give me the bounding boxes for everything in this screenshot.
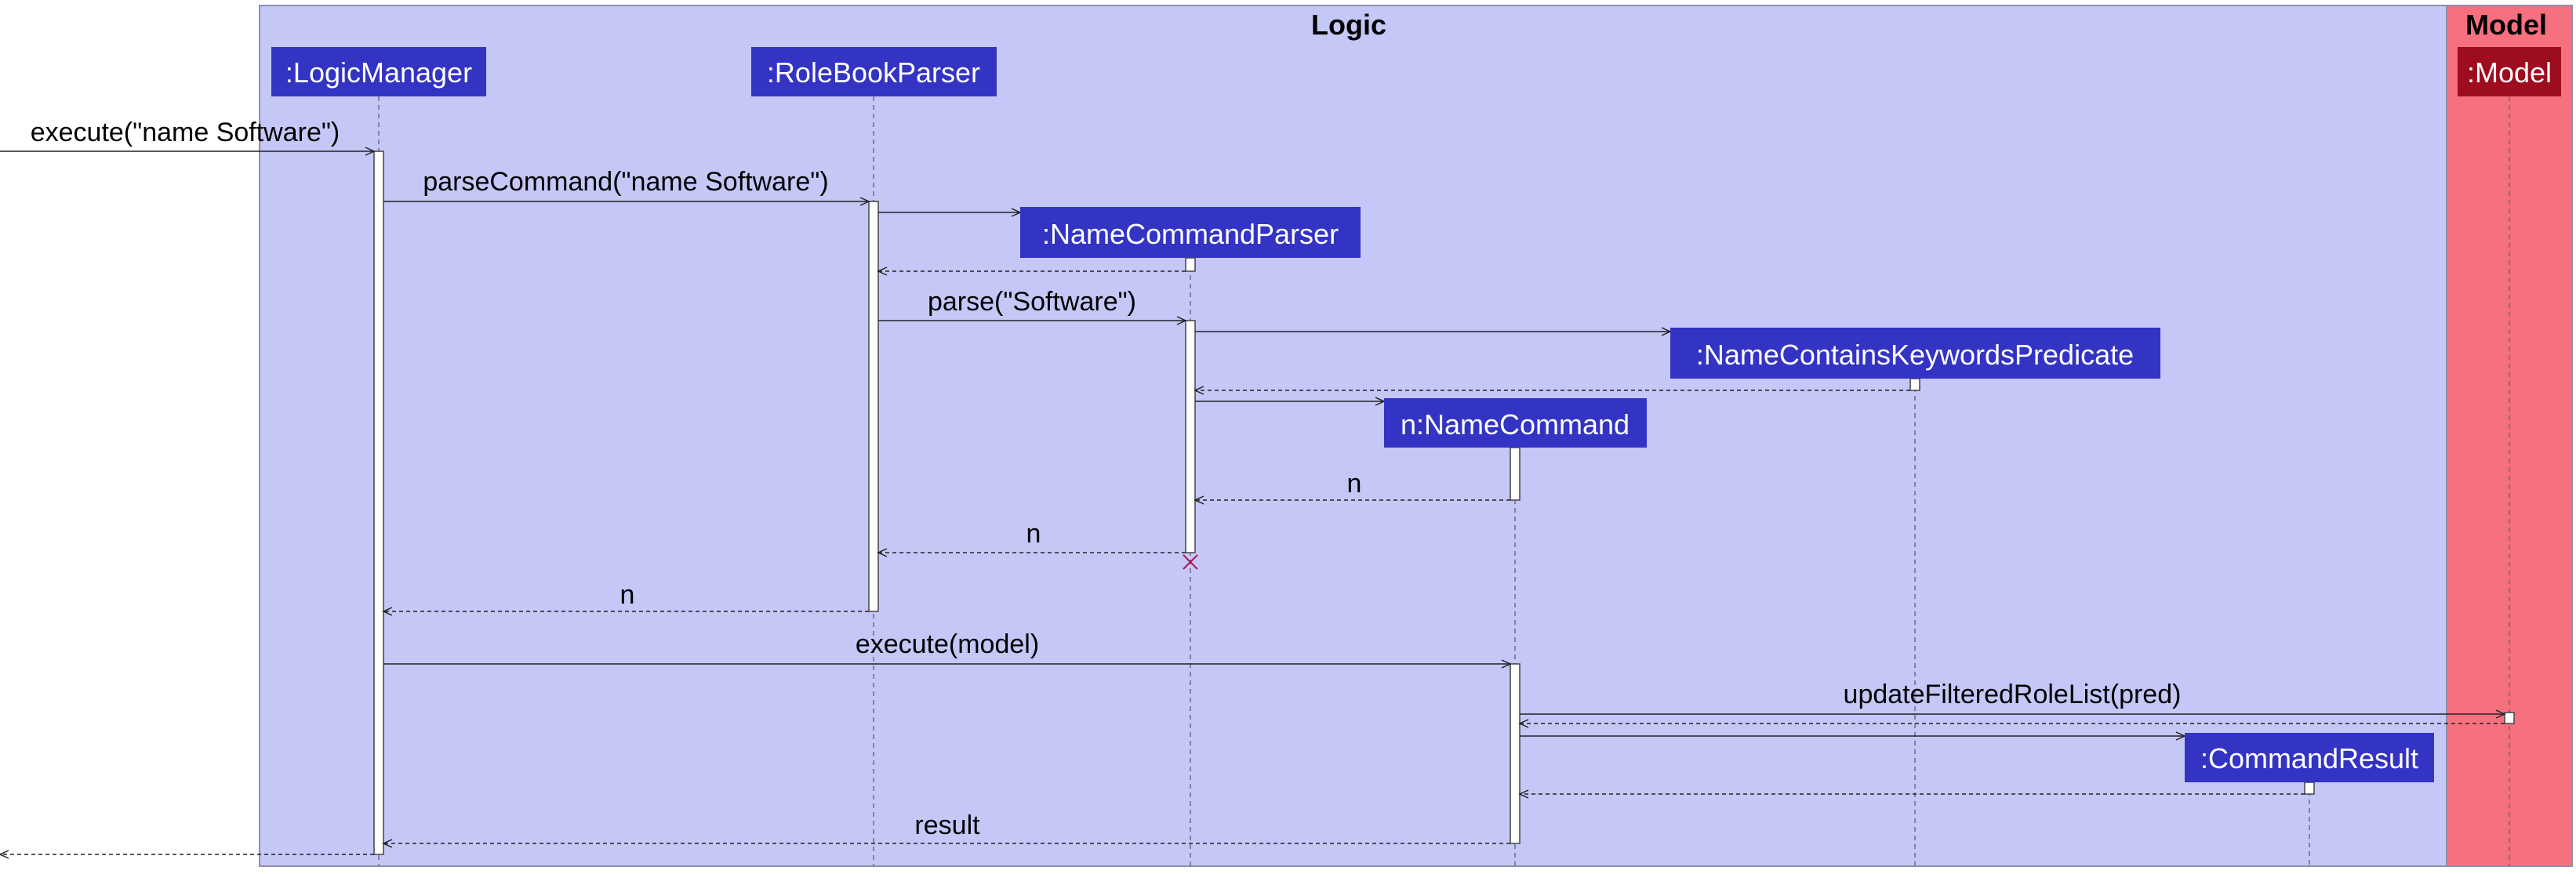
message-arrowhead bbox=[877, 548, 888, 557]
participant-namecommandparser-box bbox=[1020, 207, 1361, 258]
activation-bar-ncp bbox=[1185, 320, 1196, 553]
activation-bar-ncp bbox=[1185, 257, 1196, 272]
message-nc-to-ncp: n bbox=[1194, 469, 1510, 505]
message-label: n bbox=[620, 580, 635, 610]
message-arrowhead bbox=[1501, 659, 1512, 669]
message-arrowhead bbox=[877, 267, 888, 276]
message-external-to-lm: execute("name Software") bbox=[0, 118, 376, 156]
message-nc-to-lm: result bbox=[382, 811, 1510, 848]
participant-rolebookparser-box bbox=[751, 47, 997, 96]
activation-bar-cr bbox=[2304, 782, 2315, 795]
logic-boundary-box bbox=[259, 5, 2447, 867]
message-label: parseCommand("name Software") bbox=[423, 167, 828, 197]
message-lm-to-rbp: parseCommand("name Software") bbox=[383, 167, 870, 206]
participant-commandresult-box bbox=[2185, 733, 2434, 782]
destroy-marker-ncp bbox=[1183, 554, 1198, 570]
message-arrowhead bbox=[1194, 386, 1204, 395]
logic-box-title: Logic bbox=[1311, 9, 1386, 41]
participant-namecontainskeywordspredicate-box bbox=[1670, 328, 2160, 379]
participant-logicmanager-box bbox=[271, 47, 486, 96]
message-arrowhead bbox=[382, 839, 393, 848]
activation-bars bbox=[373, 151, 2515, 855]
message-label: n bbox=[1347, 469, 1362, 499]
participant-model-label: :Model bbox=[2467, 56, 2552, 89]
participant-model-box bbox=[2458, 47, 2561, 96]
activation-bar-nckp bbox=[1909, 378, 1920, 391]
model-box-title: Model bbox=[2465, 9, 2547, 41]
message-arrowhead bbox=[1176, 316, 1187, 325]
participant-commandresult: :CommandResult bbox=[2185, 733, 2434, 782]
activation-bar-nc bbox=[1510, 663, 1521, 844]
activation-bar-model bbox=[2504, 712, 2515, 724]
message-label: execute("name Software") bbox=[31, 118, 340, 147]
message-ncp-to-rbp bbox=[877, 267, 1186, 276]
participant-model: :Model bbox=[2458, 47, 2561, 96]
message-arrowhead bbox=[0, 850, 9, 859]
message-label: updateFilteredRoleList(pred) bbox=[1844, 680, 2182, 709]
message-label: result bbox=[914, 811, 980, 840]
message-nckp-to-ncp bbox=[1194, 386, 1910, 395]
participant-commandresult-label: :CommandResult bbox=[2200, 742, 2418, 774]
message-ncp-to-rbp: n bbox=[877, 519, 1186, 557]
participant-namecommandparser: :NameCommandParser bbox=[1020, 207, 1361, 258]
message-arrowhead bbox=[382, 607, 393, 616]
message-lm-to-external bbox=[0, 850, 374, 859]
message-rbp-to-lm: n bbox=[382, 580, 869, 616]
participant-rolebookparser: :RoleBookParser bbox=[751, 47, 997, 96]
participant-namecontainskeywordspredicate-label: :NameContainsKeywordsPredicate bbox=[1696, 339, 2134, 371]
message-label: execute(model) bbox=[856, 629, 1039, 659]
message-nc-to-model: updateFilteredRoleList(pred) bbox=[1520, 680, 2506, 719]
message-rbp-to-ncp: parse("Software") bbox=[878, 287, 1187, 325]
participant-logicmanager-label: :LogicManager bbox=[285, 56, 472, 89]
activation-bar-lm bbox=[373, 151, 384, 855]
message-label: n bbox=[1026, 519, 1041, 549]
participant-rolebookparser-label: :RoleBookParser bbox=[767, 56, 980, 89]
message-arrowhead bbox=[2495, 709, 2506, 719]
activation-bar-nc bbox=[1510, 447, 1521, 501]
message-model-to-nc bbox=[1518, 719, 2505, 728]
message-arrowhead bbox=[859, 197, 870, 206]
participant-logicmanager: :LogicManager bbox=[271, 47, 486, 96]
participant-namecontainskeywordspredicate: :NameContainsKeywordsPredicate bbox=[1670, 328, 2160, 379]
participant-namecommand: n:NameCommand bbox=[1384, 398, 1647, 448]
message-arrowhead bbox=[1518, 719, 1529, 728]
activation-bar-rbp bbox=[868, 201, 879, 612]
message-cr-to-nc bbox=[1518, 789, 2305, 799]
participant-namecommandparser-label: :NameCommandParser bbox=[1042, 218, 1339, 250]
messages: execute("name Software") parseCommand("na… bbox=[0, 118, 2506, 859]
message-arrowhead bbox=[1518, 789, 1529, 799]
message-arrowhead bbox=[1194, 495, 1204, 505]
message-arrowhead bbox=[365, 147, 376, 156]
participant-namecommand-box bbox=[1384, 398, 1647, 448]
message-lm-to-nc: execute(model) bbox=[383, 629, 1512, 669]
message-label: parse("Software") bbox=[928, 287, 1136, 317]
participant-namecommand-label: n:NameCommand bbox=[1401, 408, 1630, 441]
